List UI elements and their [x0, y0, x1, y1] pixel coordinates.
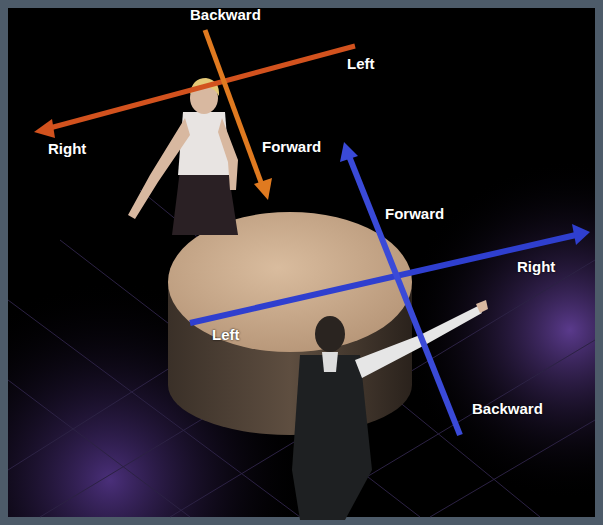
man-axes [190, 142, 590, 435]
axis-label: Forward [385, 205, 444, 222]
axis-label: Forward [262, 138, 321, 155]
axis-line [205, 30, 262, 185]
man-hand [476, 300, 488, 313]
axis-arrowhead [572, 224, 590, 245]
axis-label: Left [347, 55, 375, 72]
woman-axes [34, 30, 355, 200]
axis-arrowhead [34, 119, 55, 138]
axis-label: Right [517, 258, 555, 275]
man-figure [292, 300, 488, 520]
axis-line [349, 156, 460, 435]
woman-skirt [172, 170, 238, 235]
axis-label: Backward [472, 400, 543, 417]
axis-label: Right [48, 140, 86, 157]
man-head [315, 316, 345, 352]
round-table [168, 212, 412, 435]
woman-arm [218, 118, 238, 190]
woman-arm [128, 118, 190, 219]
man-suit [292, 355, 372, 520]
man-collar [322, 352, 338, 372]
axis-label: Backward [190, 6, 261, 23]
axis-line [46, 46, 355, 129]
axis-arrowhead [254, 178, 272, 200]
axis-arrowhead [340, 142, 358, 162]
man-arm [355, 306, 482, 378]
axis-label: Left [212, 326, 240, 343]
